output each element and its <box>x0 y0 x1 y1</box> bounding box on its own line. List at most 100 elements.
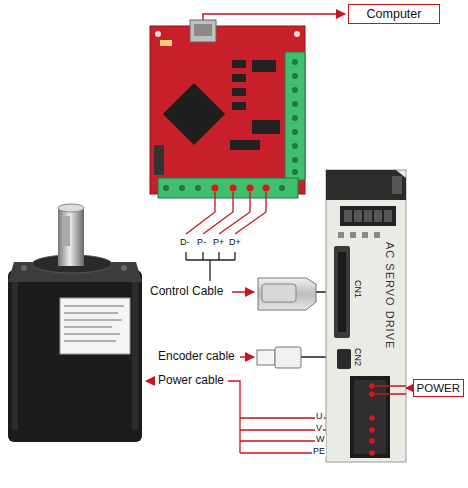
encoder-cable-part <box>240 356 254 358</box>
breakout-board-part <box>212 185 219 192</box>
breakout-board-part <box>252 120 280 134</box>
servo-drive-part <box>350 232 356 238</box>
servo-motor-part <box>58 204 84 212</box>
control-cable <box>232 278 334 310</box>
control-cable-part <box>258 278 316 310</box>
phase-name: W <box>315 435 326 445</box>
breakout-board-part <box>285 52 305 180</box>
servo-drive-part <box>369 438 375 444</box>
servo-drive-part <box>374 232 380 238</box>
phase-name: PE <box>312 447 326 457</box>
breakout-board-part <box>163 185 169 191</box>
servo-motor-part <box>58 208 84 266</box>
servo-drive-part <box>369 415 375 421</box>
servo-drive-part <box>337 349 351 369</box>
power-cable-part <box>228 381 240 453</box>
port-name: CN2 <box>352 348 362 366</box>
breakout-board-part <box>194 24 212 36</box>
encoder-cable <box>240 347 337 368</box>
breakout-board-part <box>292 101 298 107</box>
servo-motor-part <box>132 280 138 430</box>
cable-label: Encoder cable <box>158 350 235 363</box>
signal-wires-part <box>235 192 266 234</box>
servo-motor-part <box>12 280 18 430</box>
port-name: CN1 <box>352 280 362 298</box>
signal-wires <box>186 192 266 281</box>
breakout-board-part <box>190 20 216 42</box>
breakout-board-part <box>292 143 298 149</box>
servo-drive-part <box>392 176 402 194</box>
breakout-board-part <box>292 87 298 93</box>
cable-label: Power cable <box>158 374 224 387</box>
breakout-board-part <box>232 60 246 68</box>
servo-drive-part <box>369 427 375 433</box>
servo-motor-part <box>64 306 124 341</box>
signal-name: D- <box>180 238 190 248</box>
servo-drive-part <box>369 450 375 456</box>
breakout-board-part <box>292 157 298 163</box>
breakout-board-part <box>232 74 246 82</box>
servo-drive-part <box>334 246 350 338</box>
breakout-board-part <box>230 185 237 192</box>
breakout-board-part <box>292 129 298 135</box>
servo-drive-part <box>326 170 406 200</box>
signal-wires-part <box>186 252 235 281</box>
breakout-board-part <box>279 185 285 191</box>
servo-drive-part <box>340 206 396 226</box>
servo-motor-part <box>8 270 142 442</box>
servo-motor-part <box>64 216 70 246</box>
breakout-board-part <box>232 88 246 96</box>
servo-drive-part <box>384 210 392 222</box>
servo-drive-body: AC SERVO DRIVE <box>326 170 406 462</box>
servo-drive-part <box>338 252 346 332</box>
breakout-board-part <box>150 26 305 194</box>
servo-drive <box>326 170 406 462</box>
signal-name: P- <box>197 238 206 248</box>
encoder-cable-part <box>257 350 275 365</box>
usb-leader <box>203 14 345 20</box>
box-text: POWER <box>417 382 460 394</box>
servo-drive-part <box>326 170 406 462</box>
servo-motor-part <box>60 298 130 354</box>
breakout-board-part <box>154 145 164 175</box>
breakout-board-part <box>195 185 201 191</box>
computer-box: Computer <box>348 4 440 24</box>
breakout-board-part <box>158 178 298 198</box>
breakout-board-part <box>163 83 225 145</box>
servo-motor-part <box>21 265 27 271</box>
signal-wires-part <box>219 192 250 234</box>
servo-motor-part <box>121 265 127 271</box>
breakout-board <box>150 20 305 198</box>
servo-drive-part <box>374 210 382 222</box>
power-cable-part <box>146 380 154 382</box>
servo-drive-part <box>372 386 406 394</box>
breakout-board-part <box>232 102 246 110</box>
breakout-board-part <box>292 59 298 65</box>
device-name: AC SERVO DRIVE <box>384 242 396 349</box>
breakout-board-part <box>230 140 260 150</box>
breakout-board-part <box>294 31 300 37</box>
breakout-board-part <box>252 60 276 72</box>
breakout-board-part <box>155 31 161 37</box>
box-text: Computer <box>357 7 431 21</box>
servo-drive-part <box>354 380 386 454</box>
servo-drive-part <box>362 232 368 238</box>
breakout-board-part <box>160 40 172 46</box>
breakout-board-part <box>263 185 270 192</box>
phase-name: U <box>315 412 324 422</box>
signal-name: D+ <box>229 238 241 248</box>
servo-drive-part <box>364 210 372 222</box>
signal-name: P+ <box>213 238 224 248</box>
breakout-board-part <box>292 73 298 79</box>
servo-motor <box>8 204 142 442</box>
control-cable-part <box>232 291 254 293</box>
encoder-cable-part <box>275 347 301 368</box>
servo-drive-part <box>350 376 390 458</box>
servo-drive-part <box>344 210 352 222</box>
servo-drive-part <box>354 210 362 222</box>
servo-drive-part <box>338 232 344 238</box>
breakout-board-part <box>179 185 185 191</box>
cable-label: Control Cable <box>150 285 223 298</box>
control-cable-part <box>262 284 296 302</box>
